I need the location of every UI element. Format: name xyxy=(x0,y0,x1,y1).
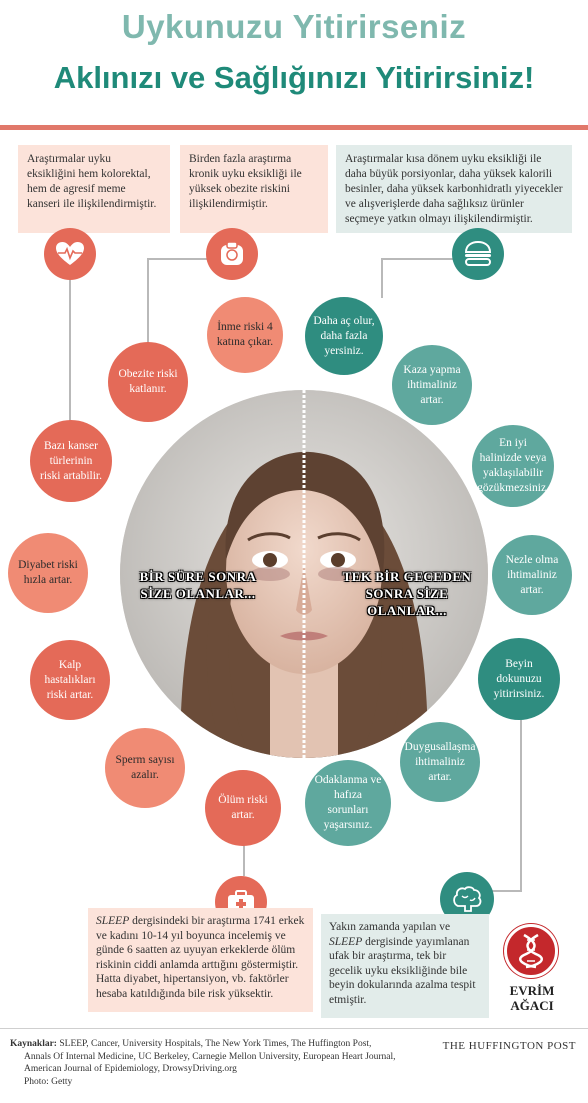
effect-hunger: Daha aç olur, daha fazla yersiniz. xyxy=(305,297,383,375)
burger-icon xyxy=(452,228,504,280)
fact-box-food: Araştırmalar kısa dönem uyku eksikliği i… xyxy=(336,145,572,233)
fact-text: dergisinde yayımlanan ufak bir araştırma… xyxy=(329,935,476,1006)
logo-line-1: EVRİM xyxy=(509,983,555,998)
effect-cancer-risk: Bazı kanser türlerinin riski artabilir. xyxy=(30,420,112,502)
effect-sperm-count: Sperm sayısı azalır. xyxy=(105,728,185,808)
connector-line xyxy=(520,660,522,890)
fact-text: dergisindeki bir araştırma 1741 erkek ve… xyxy=(96,915,305,1000)
brand-name: THE HUFFINGTON POST xyxy=(442,1040,576,1052)
logo-line-2: AĞACI xyxy=(510,998,554,1013)
sources-line: SLEEP, Cancer, University Hospitals, The… xyxy=(56,1039,372,1049)
face-photo: BİR SÜRE SONRA SİZE OLANLAR... TEK BİR G… xyxy=(120,390,488,758)
effect-appearance: En iyi halinizde veya yaklaşılabilir göz… xyxy=(472,425,554,507)
fact-box-cancer: Araştırmalar uyku eksikliğini hem kolore… xyxy=(18,145,170,233)
fact-box-mortality: SLEEP dergisindeki bir araştırma 1741 er… xyxy=(88,908,313,1012)
journal-name: SLEEP xyxy=(329,935,363,948)
connector-line xyxy=(147,258,207,260)
sources-label: Kaynaklar: xyxy=(10,1039,57,1049)
logo-text: EVRİM AĞACI xyxy=(496,983,568,1013)
effect-focus-memory: Odaklanma ve hafıza sorunları yaşarsınız… xyxy=(305,760,391,846)
dna-logo-icon xyxy=(504,924,558,978)
sources-line: American Journal of Epidemiology, Drowsy… xyxy=(24,1064,237,1074)
connector-line xyxy=(69,270,71,430)
footer-divider xyxy=(0,1028,588,1029)
effect-cold-risk: Nezle olma ihtimaliniz artar. xyxy=(492,535,572,615)
effect-emotional: Duygusallaşma ihtimaliniz artar. xyxy=(400,722,480,802)
title-divider xyxy=(0,125,588,130)
fact-prefix: Yakın zamanda yapılan ve xyxy=(329,921,451,933)
connector-line xyxy=(381,258,466,260)
title-line-1: Uykunuzu Yitirirseniz xyxy=(121,8,467,45)
fact-box-brain-tissue: Yakın zamanda yapılan ve SLEEP dergisind… xyxy=(321,914,489,1018)
connector-line xyxy=(243,836,245,876)
connector-line xyxy=(490,890,522,892)
face-label-left: BİR SÜRE SONRA SİZE OLANLAR... xyxy=(139,569,257,601)
weight-scale-icon xyxy=(206,228,258,280)
title-line-2: Aklınızı ve Sağlığınızı Yitirirsiniz! xyxy=(53,60,535,95)
effect-death-risk: Ölüm riski artar. xyxy=(205,770,281,846)
connector-line xyxy=(147,258,149,348)
heart-pulse-icon xyxy=(44,228,96,280)
effect-accident-risk: Kaza yapma ihtimaliniz artar. xyxy=(392,345,472,425)
connector-line xyxy=(381,258,383,298)
effect-obesity-risk: Obezite riski katlanır. xyxy=(108,342,188,422)
effect-stroke-risk: İnme riski 4 katına çıkar. xyxy=(207,297,283,373)
sources: Kaynaklar: SLEEP, Cancer, University Hos… xyxy=(10,1038,430,1088)
sources-line: Annals Of Internal Medicine, UC Berkeley… xyxy=(24,1051,396,1062)
photo-credit: Photo: Getty xyxy=(24,1076,73,1087)
effect-heart-disease-risk: Kalp hastalıkları riski artar. xyxy=(30,640,110,720)
journal-name: SLEEP xyxy=(96,915,130,927)
effect-diabetes-risk: Diyabet riski hızla artar. xyxy=(8,533,88,613)
effect-brain-tissue: Beyin dokunuzu yitirirsiniz. xyxy=(478,638,560,720)
fact-box-obesity: Birden fazla araştırma kronik uyku eksik… xyxy=(180,145,328,233)
face-label-right: TEK BİR GECEDEN SONRA SİZE OLANLAR... xyxy=(342,569,472,618)
